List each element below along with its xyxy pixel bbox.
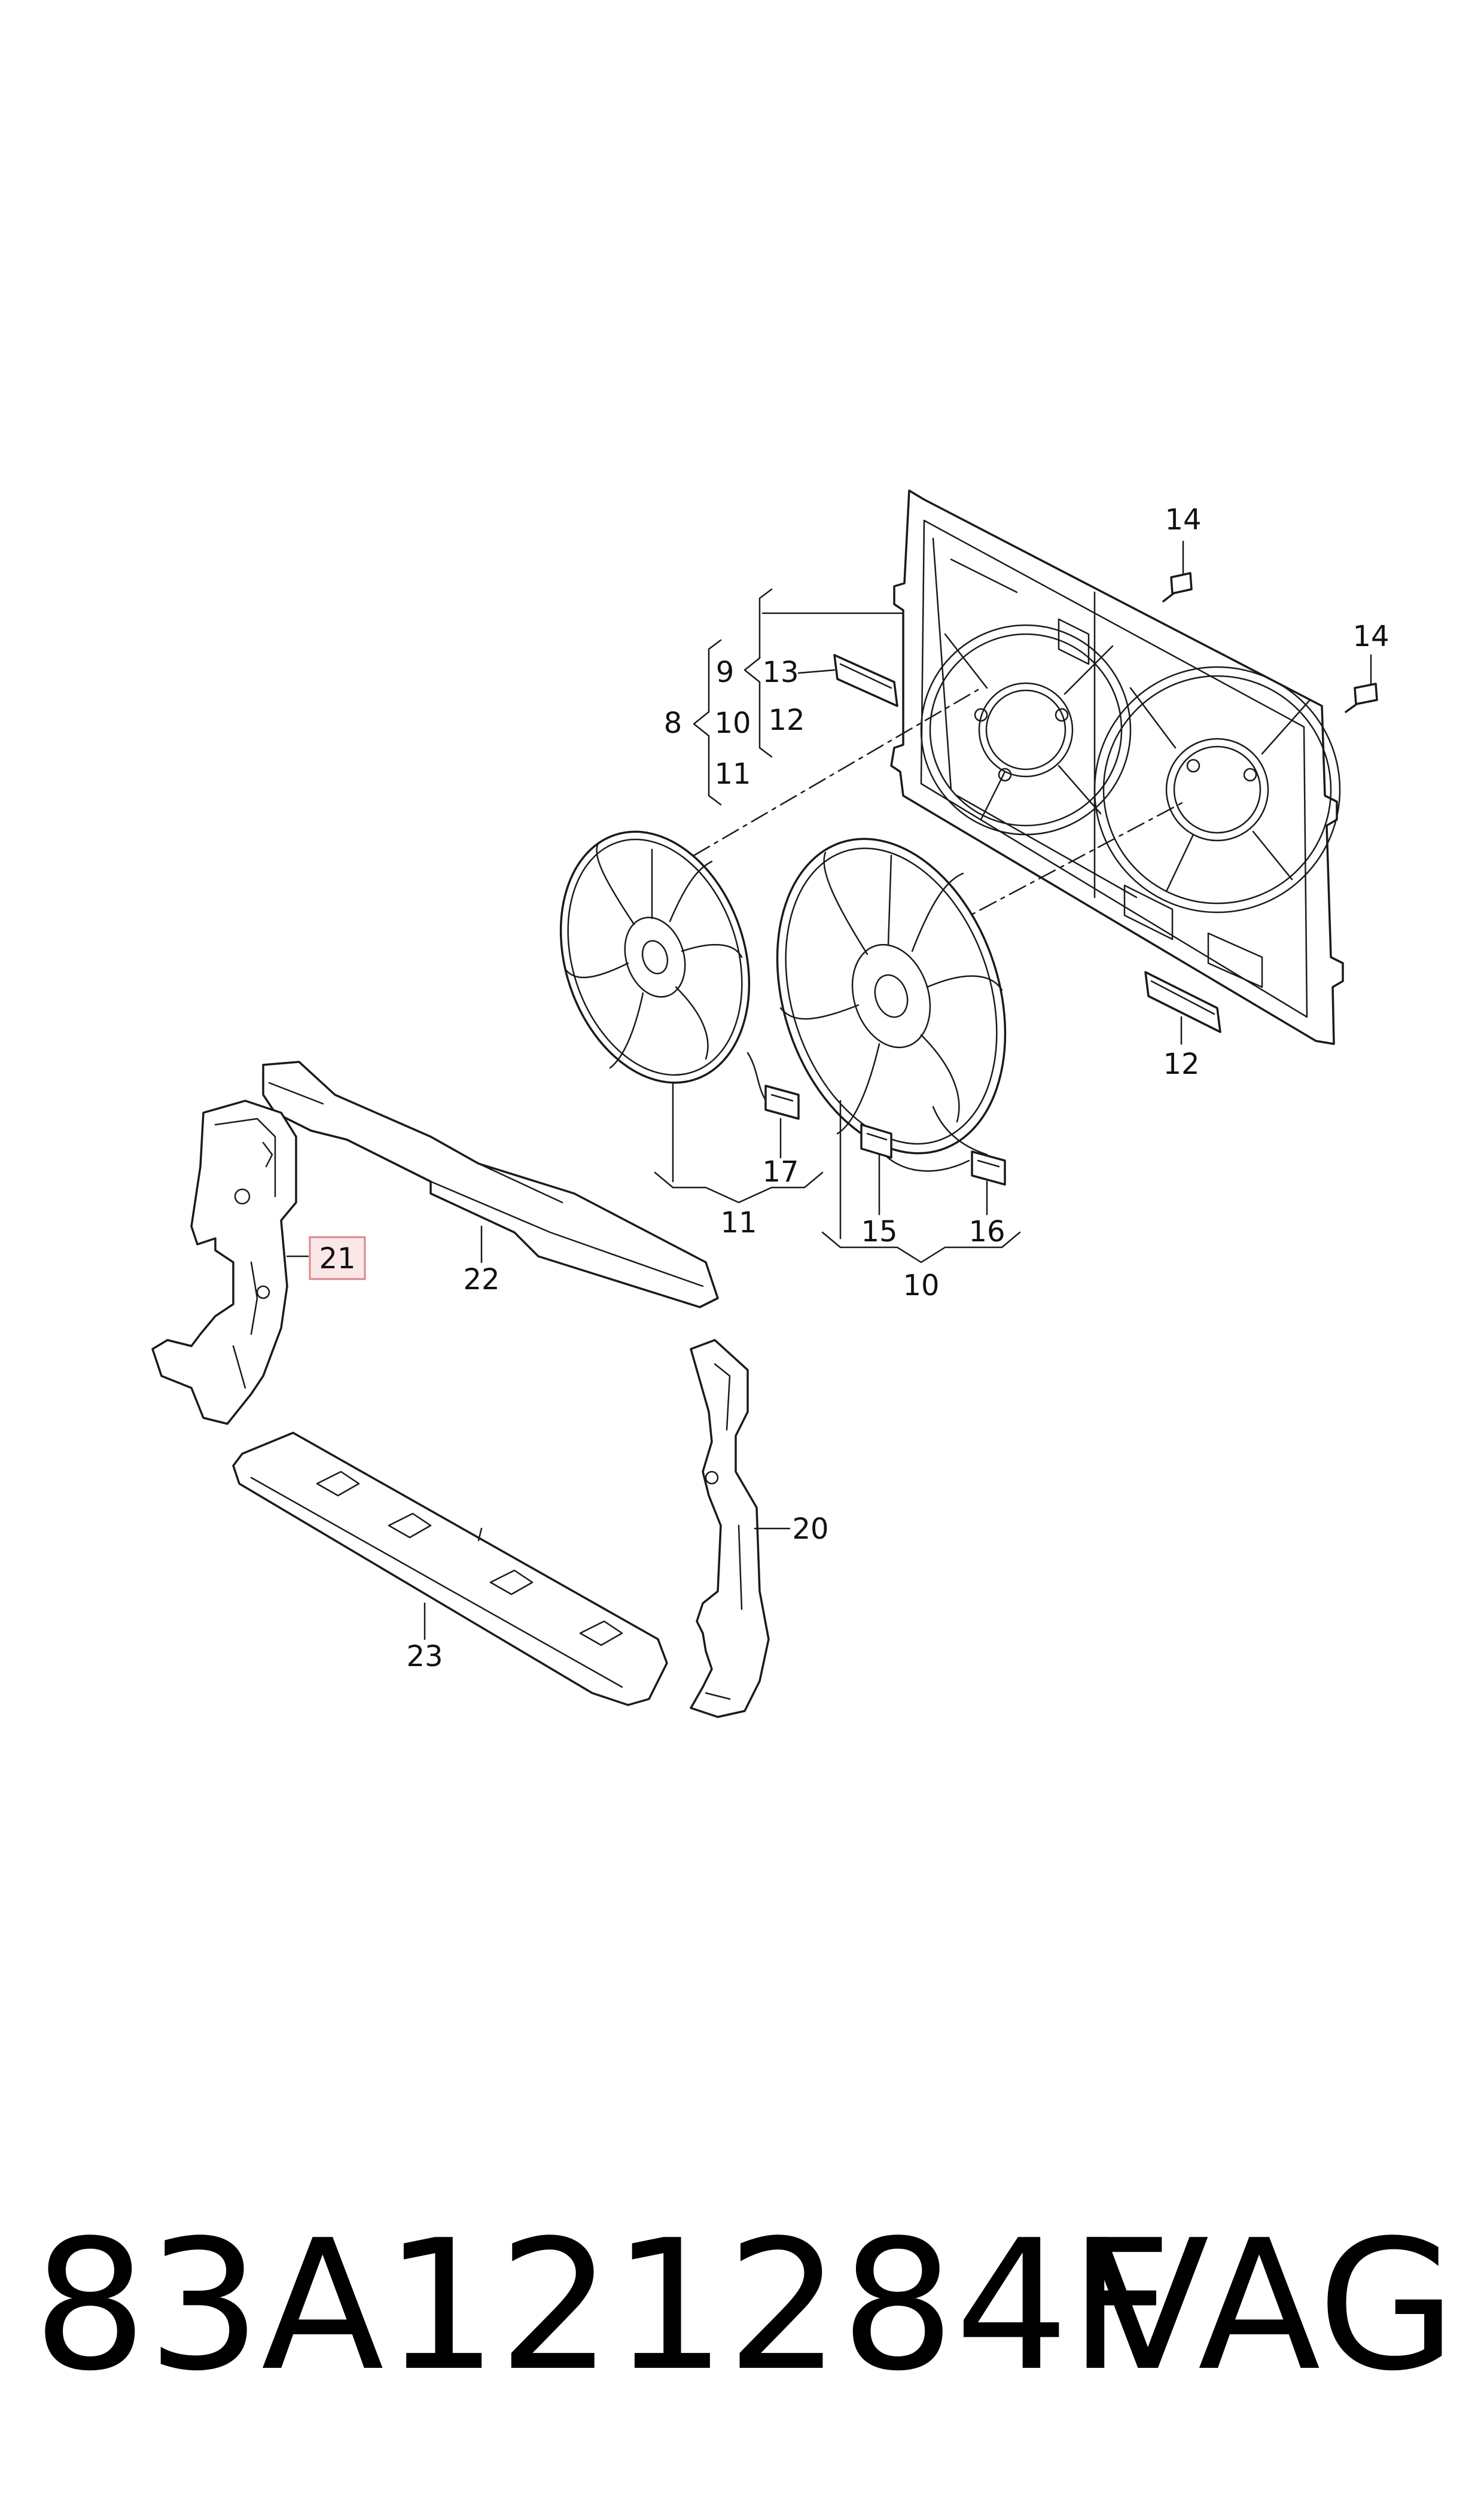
- callout-14-top: 14: [1165, 503, 1201, 537]
- footer-part-info: 83A121284F VAG: [33, 2208, 1456, 2405]
- clip-13: [833, 654, 898, 707]
- air-guide-20: [690, 1339, 770, 1718]
- highlight-box-21: [309, 1236, 366, 1280]
- connector-17: [764, 1085, 800, 1120]
- callout-11-upper: 11: [714, 757, 751, 791]
- callout-11-lower: 11: [720, 1206, 757, 1240]
- callout-12-upper: 12: [768, 704, 805, 737]
- callout-12-lower: 12: [1163, 1048, 1199, 1081]
- fan-11: [559, 830, 751, 1084]
- callout-9: 9: [716, 656, 735, 689]
- callout-22: 22: [463, 1263, 499, 1296]
- callout-15: 15: [861, 1215, 897, 1249]
- connector-15: [860, 1123, 892, 1159]
- callout-10-upper: 10: [714, 707, 751, 740]
- screw-14-top: [1162, 572, 1193, 602]
- callout-10-lower: 10: [903, 1269, 939, 1302]
- air-guide-21: [151, 1100, 297, 1425]
- callout-17: 17: [762, 1155, 799, 1189]
- callout-14-right: 14: [1352, 620, 1389, 653]
- brand-name: VAG: [1086, 2202, 1456, 2410]
- air-guide-22: [262, 1061, 719, 1308]
- connector-16: [971, 1150, 1006, 1186]
- callout-16: 16: [968, 1215, 1005, 1249]
- air-guide-23: [232, 1432, 668, 1706]
- fan-10: [776, 838, 1007, 1155]
- screw-14-right: [1345, 683, 1378, 713]
- callout-20: 20: [792, 1512, 828, 1546]
- callout-13: 13: [762, 656, 799, 689]
- part-number: 83A121284F: [33, 2202, 1172, 2410]
- clip-12-lower: [1144, 971, 1221, 1033]
- callout-23: 23: [406, 1640, 443, 1673]
- callout-8: 8: [664, 707, 682, 740]
- fan-shroud-frame: [890, 489, 1344, 1045]
- callout-21: 21: [319, 1242, 355, 1275]
